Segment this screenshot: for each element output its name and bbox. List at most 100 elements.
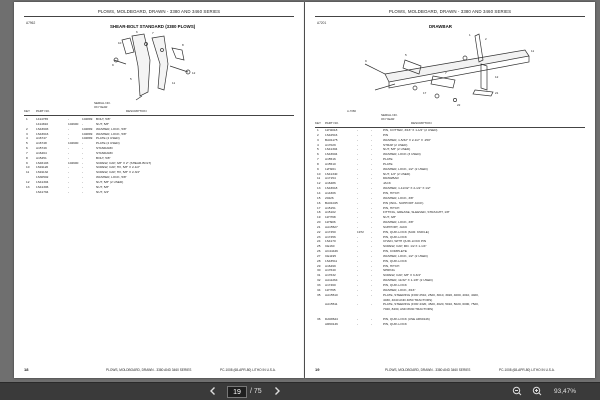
parts-cell-s2: 102899 <box>82 131 93 136</box>
parts-cell-key: 36 <box>317 316 321 321</box>
parts-cell-s2: - <box>371 166 373 171</box>
parts-cell-s1: - <box>357 278 359 283</box>
parts-row: 7020, 8430, AND 8630 TRACTORS) <box>317 307 587 312</box>
parts-cell-part: AA15511 <box>325 302 338 307</box>
parts-cell-s1: - <box>357 258 359 263</box>
parts-cell-s2: - <box>82 155 84 160</box>
parts-cell-key: 7 <box>26 150 28 155</box>
parts-cell-key: 13 <box>26 184 30 189</box>
parts-cell-s2: - <box>82 160 84 165</box>
parts-cell-desc: PIN, QUIK-LOCK <box>383 321 407 326</box>
parts-cell-s2: - <box>371 278 373 283</box>
parts-cell-s1: - <box>357 302 359 307</box>
parts-cell-part: 1S43618 <box>325 186 338 191</box>
parts-cell-desc: WASHER, LOCK, 1/2" (2 USED) <box>383 253 428 258</box>
parts-cell-s2: - <box>371 137 373 142</box>
parts-cell-s1: 102900 <box>68 121 79 126</box>
parts-row: 1S30502--WASHER, LOCK, 5/8" <box>26 175 296 180</box>
parts-cell-s1: - <box>68 146 70 151</box>
col-serial-label: SERIAL NO. <box>94 101 111 105</box>
parts-cell-s1: - <box>357 195 359 200</box>
parts-cell-key: 33 <box>317 283 321 287</box>
parts-cell-part: A15749 <box>36 146 47 151</box>
parts-cell-desc: SCREW, CAP, HX, 5/8" X 2-3/4" <box>96 170 141 175</box>
parts-cell-s2: - <box>371 292 373 297</box>
document-page-right: PLOWS, MOLDBOARD, DRAWN - 3380 AND 3460 … <box>305 2 595 378</box>
parts-cell-key: 32 <box>317 278 321 283</box>
parts-cell-part: A15102 <box>325 210 336 215</box>
parts-cell-part: 1S41340 <box>325 171 338 176</box>
parts-cell-desc: WASHER, 1-11/32" X 2-1/2" X 1/2" <box>383 186 431 191</box>
parts-cell-key: 13 <box>317 186 321 191</box>
parts-cell-s1: - <box>357 176 359 181</box>
parts-cell-desc: PLATE <box>383 161 393 166</box>
svg-text:21: 21 <box>495 91 499 95</box>
parts-cell-s1: - <box>357 190 359 195</box>
zoom-level[interactable]: 93,47% <box>554 388 577 395</box>
svg-text:7: 7 <box>152 31 154 35</box>
zoom-in-button[interactable] <box>530 386 544 398</box>
parts-cell-s1: - <box>357 244 359 249</box>
parts-cell-key: 2 <box>26 126 28 131</box>
parts-cell-s2: - <box>82 146 84 151</box>
previous-page-button[interactable] <box>206 386 220 398</box>
svg-text:6: 6 <box>136 30 138 34</box>
parts-cell-part: A15510 <box>325 161 336 166</box>
parts-cell-key: 1 <box>26 117 28 121</box>
parts-cell-s2: - <box>82 175 84 180</box>
parts-cell-s1: - <box>357 147 359 152</box>
table-rule <box>24 115 294 116</box>
parts-cell-part: DA68624 <box>325 316 338 321</box>
parts-cell-part: A17640 <box>325 268 336 273</box>
parts-cell-s1: - <box>357 234 359 239</box>
page-total: / 75 <box>250 388 262 395</box>
parts-cell-s2: - <box>371 152 373 157</box>
parts-cell-part: 1S43603 <box>36 126 49 131</box>
parts-cell-part: 12H201 <box>325 166 336 171</box>
parts-cell-desc: SCREW, CAP, 3/8" X 2" (SHEAR-BOLT) <box>96 160 152 165</box>
parts-cell-s2: - <box>371 215 373 220</box>
parts-cell-desc: SCREW, CAP, 3/8" X 3-3/4" <box>383 273 422 278</box>
figure-id: A7201 <box>317 21 327 25</box>
parts-cell-s1: - <box>357 287 359 292</box>
zoom-out-button[interactable] <box>510 386 524 398</box>
parts-cell-s1: - <box>68 117 70 121</box>
parts-cell-desc: SUPPORT, JACK <box>383 224 408 229</box>
parts-cell-s1: - <box>357 210 359 215</box>
parts-cell-s2: - <box>371 234 373 239</box>
parts-cell-key: 1 <box>317 128 319 132</box>
page-number-input[interactable] <box>227 386 247 398</box>
parts-cell-key: 6 <box>317 152 319 157</box>
parts-cell-key: 4 <box>26 136 28 141</box>
parts-cell-desc: WASHER, 11/32" X 1-1/8" (2 USED) <box>383 278 433 283</box>
parts-cell-s2: - <box>371 171 373 176</box>
parts-cell-key: 27 <box>317 253 321 258</box>
svg-text:10: 10 <box>118 41 122 45</box>
parts-cell-desc: STANDARD <box>96 150 113 155</box>
next-page-button[interactable] <box>270 386 284 398</box>
parts-cell-desc: PIN, COTTER, 3/16" X 1-1/2" (2 USED) <box>383 128 438 132</box>
col-part-label: PART NO. <box>325 121 339 125</box>
parts-cell-key: 26 <box>317 249 321 254</box>
parts-cell-s2: - <box>371 283 373 287</box>
parts-cell-part: 20226 <box>325 195 334 200</box>
parts-row: AA15511--PLATE, STEERING (FOR 4320, 4520… <box>317 302 587 307</box>
parts-cell-desc: WASHER, LOCK, 5/8" <box>96 126 127 131</box>
col-part-label: PART NO. <box>36 109 50 113</box>
parts-cell-part: CE1195 <box>325 253 336 258</box>
parts-cell-s2: 102899 <box>82 117 93 121</box>
parts-cell-desc: 4030, 4040 AND 4050 TRACTORS) <box>383 297 433 302</box>
